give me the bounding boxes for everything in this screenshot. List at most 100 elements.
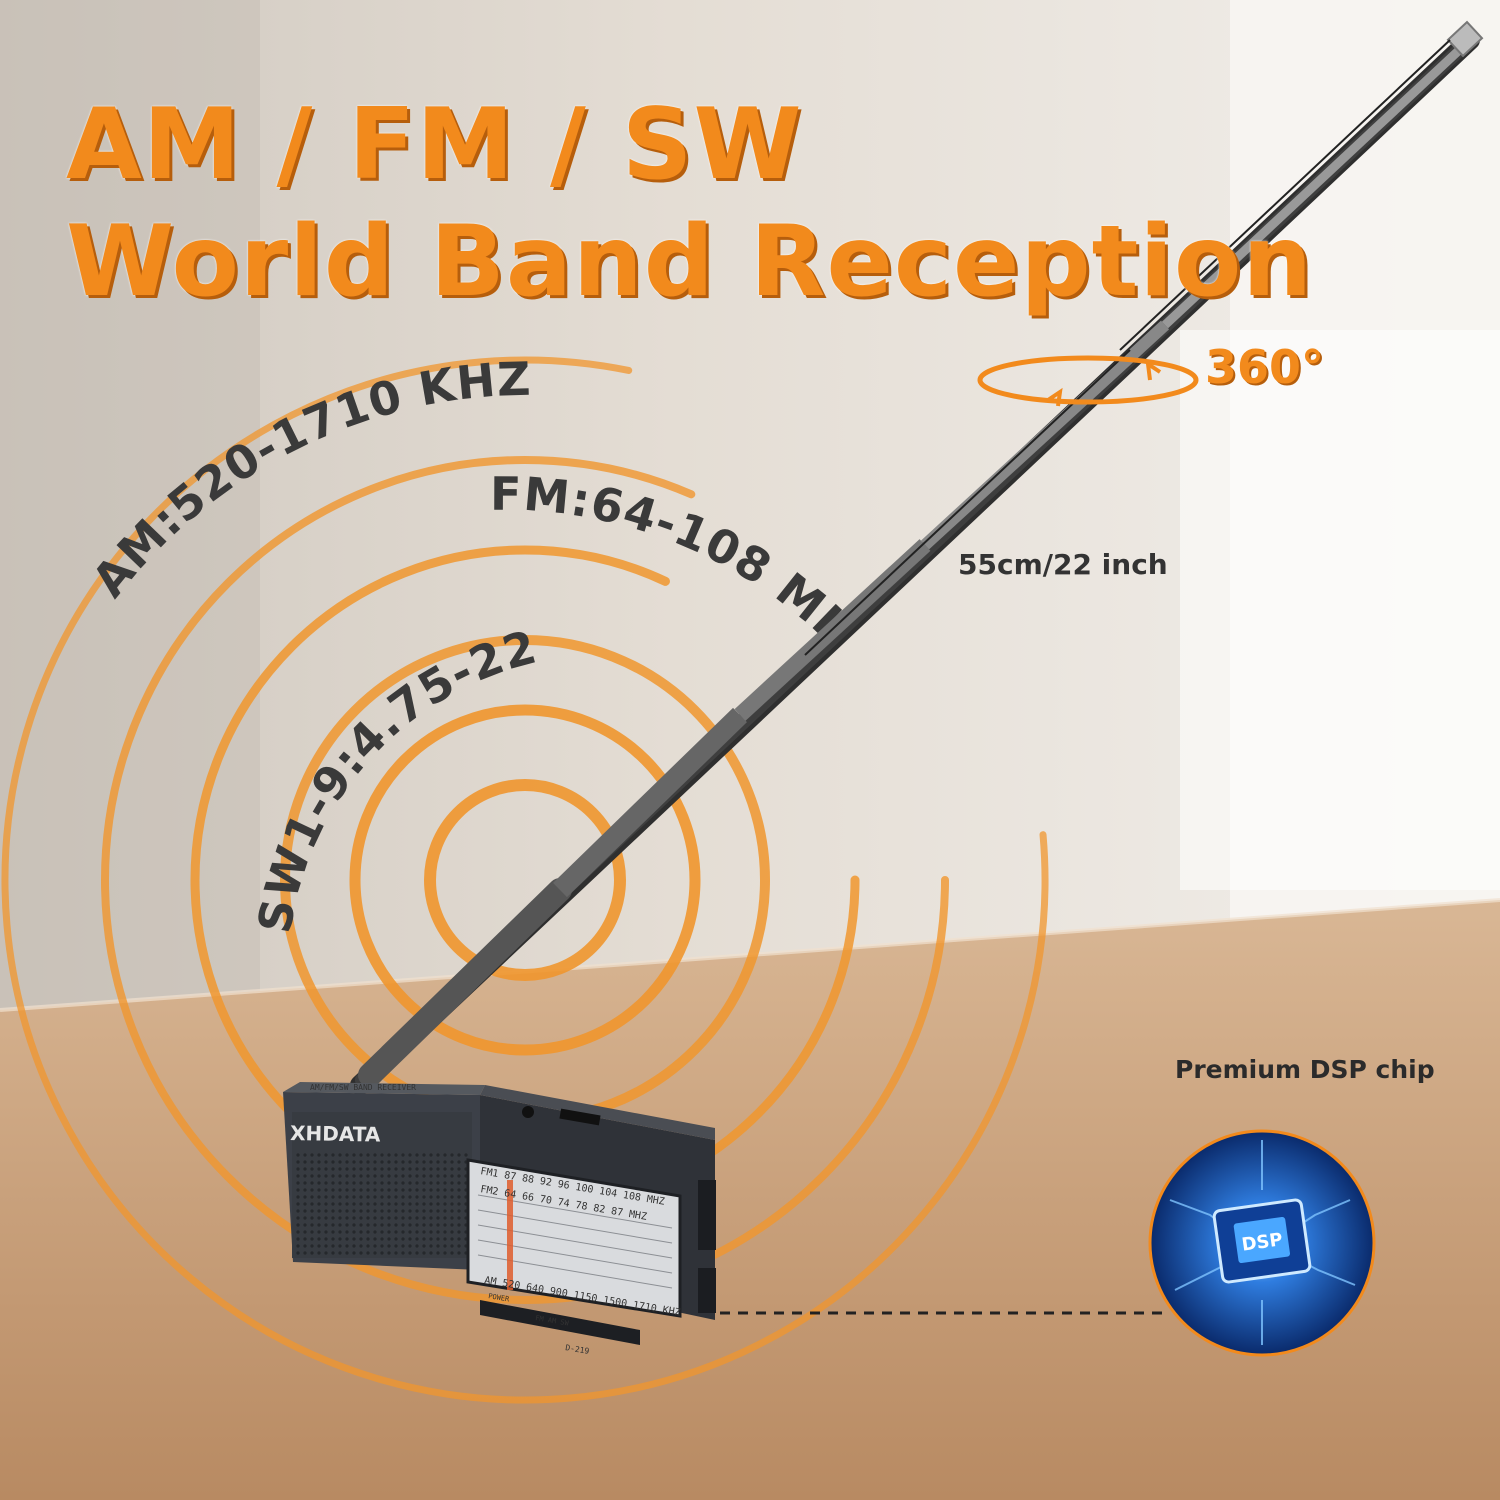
grille-dot (331, 1153, 335, 1157)
grille-dot (457, 1202, 461, 1206)
grille-dot (380, 1251, 384, 1255)
grille-dot (366, 1160, 370, 1164)
grille-dot (429, 1244, 433, 1248)
grille-dot (296, 1160, 300, 1164)
radio-device (283, 1082, 716, 1345)
headline-line-2: World Band Reception (66, 205, 1314, 319)
grille-dot (457, 1223, 461, 1227)
grille-dot (317, 1223, 321, 1227)
grille-dot (450, 1237, 454, 1241)
grille-dot (429, 1181, 433, 1185)
grille-dot (450, 1160, 454, 1164)
grille-dot (373, 1237, 377, 1241)
grille-dot (373, 1153, 377, 1157)
grille-dot (324, 1251, 328, 1255)
grille-dot (394, 1244, 398, 1248)
grille-dot (436, 1188, 440, 1192)
grille-dot (324, 1174, 328, 1178)
grille-dot (359, 1188, 363, 1192)
grille-dot (317, 1244, 321, 1248)
grille-dot (401, 1160, 405, 1164)
grille-dot (345, 1202, 349, 1206)
grille-dot (415, 1160, 419, 1164)
grille-dot (422, 1167, 426, 1171)
grille-dot (331, 1251, 335, 1255)
grille-dot (408, 1195, 412, 1199)
grille-dot (429, 1202, 433, 1206)
signal-waves (1, 356, 1049, 1404)
grille-dot (380, 1223, 384, 1227)
grille-dot (331, 1174, 335, 1178)
grille-dot (422, 1181, 426, 1185)
grille-dot (331, 1167, 335, 1171)
grille-dot (296, 1174, 300, 1178)
grille-dot (352, 1237, 356, 1241)
grille-dot (436, 1181, 440, 1185)
grille-dot (415, 1153, 419, 1157)
grille-dot (310, 1244, 314, 1248)
grille-dot (345, 1181, 349, 1185)
headline-line-1: AM / FM / SW (66, 88, 803, 202)
grille-dot (359, 1209, 363, 1213)
grille-dot (359, 1153, 363, 1157)
grille-dot (338, 1209, 342, 1213)
grille-dot (394, 1223, 398, 1227)
grille-dot (373, 1195, 377, 1199)
grille-dot (296, 1223, 300, 1227)
grille-dot (338, 1167, 342, 1171)
grille-dot (408, 1188, 412, 1192)
radio-model: D-219 (565, 1343, 590, 1356)
grille-dot (324, 1244, 328, 1248)
grille-dot (394, 1160, 398, 1164)
grille-dot (408, 1223, 412, 1227)
grille-dot (324, 1230, 328, 1234)
grille-dot (373, 1223, 377, 1227)
grille-dot (380, 1216, 384, 1220)
grille-dot (429, 1153, 433, 1157)
grille-dot (366, 1230, 370, 1234)
grille-dot (450, 1167, 454, 1171)
dsp-chip-image: DSP (1148, 1129, 1376, 1357)
grille-dot (373, 1230, 377, 1234)
grille-dot (408, 1209, 412, 1213)
grille-dot (394, 1237, 398, 1241)
grille-dot (450, 1188, 454, 1192)
grille-dot (359, 1160, 363, 1164)
grille-dot (324, 1167, 328, 1171)
grille-dot (380, 1188, 384, 1192)
grille-dot (359, 1202, 363, 1206)
grille-dot (324, 1223, 328, 1227)
grille-dot (373, 1251, 377, 1255)
grille-dot (380, 1160, 384, 1164)
grille-dot (359, 1216, 363, 1220)
grille-dot (296, 1230, 300, 1234)
grille-dot (394, 1195, 398, 1199)
grille-dot (345, 1216, 349, 1220)
grille-dot (429, 1251, 433, 1255)
grille-dot (443, 1160, 447, 1164)
grille-dot (352, 1153, 356, 1157)
grille-dot (387, 1230, 391, 1234)
grille-dot (317, 1167, 321, 1171)
grille-dot (331, 1195, 335, 1199)
grille-dot (422, 1202, 426, 1206)
grille-dot (338, 1216, 342, 1220)
grille-dot (450, 1223, 454, 1227)
grille-dot (345, 1244, 349, 1248)
grille-dot (366, 1202, 370, 1206)
grille-dot (415, 1167, 419, 1171)
grille-dot (345, 1153, 349, 1157)
grille-dot (387, 1237, 391, 1241)
grille-dot (401, 1237, 405, 1241)
grille-dot (373, 1209, 377, 1213)
grille-dot (415, 1251, 419, 1255)
grille-dot (408, 1230, 412, 1234)
grille-dot (296, 1244, 300, 1248)
grille-dot (296, 1216, 300, 1220)
grille-dot (338, 1251, 342, 1255)
grille-dot (296, 1188, 300, 1192)
radio-top-label: AM/FM/SW BAND RECEIVER (310, 1083, 416, 1092)
grille-dot (338, 1230, 342, 1234)
grille-dot (366, 1223, 370, 1227)
grille-dot (380, 1237, 384, 1241)
